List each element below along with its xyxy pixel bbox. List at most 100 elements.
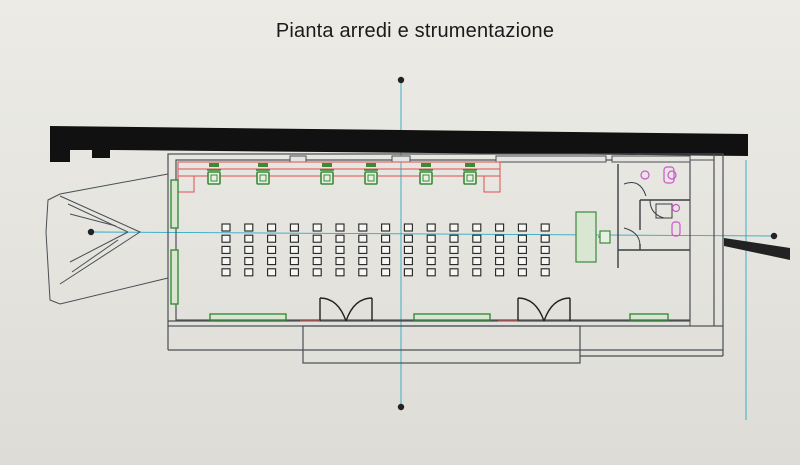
seat (540, 234, 550, 243)
sink-icon (671, 221, 681, 237)
axis-marker-top (397, 76, 405, 84)
seat (540, 223, 550, 232)
seat (267, 257, 277, 266)
seat (335, 268, 345, 277)
seat (449, 223, 459, 232)
seat (312, 223, 322, 232)
door-left (319, 297, 373, 322)
workstation-chair (419, 163, 433, 185)
seat (381, 234, 391, 243)
seat (289, 268, 299, 277)
seat (472, 245, 482, 254)
seat (426, 257, 436, 266)
seat (289, 234, 299, 243)
toilet-icon (640, 170, 650, 180)
seat (312, 245, 322, 254)
seat (335, 223, 345, 232)
double-doors (300, 297, 571, 322)
cabinet (170, 179, 179, 229)
seat (358, 234, 368, 243)
seat (244, 257, 254, 266)
workstations (207, 163, 477, 185)
seat (403, 223, 413, 232)
seat (472, 234, 482, 243)
seat (540, 268, 550, 277)
horizontal-axis-line (91, 231, 775, 237)
right-end-wall (689, 159, 715, 327)
seat (358, 257, 368, 266)
axis-marker-left (87, 228, 95, 236)
seat (495, 245, 505, 254)
workstation-chair (207, 163, 221, 185)
seat (289, 223, 299, 232)
seat (540, 245, 550, 254)
seat (495, 257, 505, 266)
seat (244, 268, 254, 277)
seat (381, 223, 391, 232)
seat (517, 234, 527, 243)
seat (335, 257, 345, 266)
seat (381, 257, 391, 266)
seat (221, 245, 231, 254)
seat (221, 257, 231, 266)
seat (381, 245, 391, 254)
seat (449, 257, 459, 266)
bench (413, 313, 491, 321)
lower-platform (302, 325, 581, 364)
seat (449, 234, 459, 243)
right-exit-path (724, 238, 790, 260)
seat (517, 245, 527, 254)
seat (358, 245, 368, 254)
seat (358, 223, 368, 232)
workstation-chair (320, 163, 334, 185)
seat (540, 257, 550, 266)
seat (426, 223, 436, 232)
seat (267, 223, 277, 232)
bottom-wall-benches (209, 313, 669, 321)
seat (289, 245, 299, 254)
seat (221, 223, 231, 232)
door-right (517, 297, 571, 322)
seat (495, 234, 505, 243)
seat (335, 234, 345, 243)
lectern-desk (575, 211, 597, 263)
drawing-title: Pianta arredi e strumentazione (275, 20, 555, 42)
seat (517, 223, 527, 232)
seat (267, 245, 277, 254)
seat (426, 245, 436, 254)
restroom-cabinet (655, 203, 673, 219)
seat (403, 245, 413, 254)
lectern-chair (599, 230, 611, 244)
sanitary-fixtures (640, 166, 681, 237)
seat (335, 245, 345, 254)
seat (517, 257, 527, 266)
seat (517, 268, 527, 277)
workstation-chair (256, 163, 270, 185)
seat (221, 234, 231, 243)
seat (472, 223, 482, 232)
seat (358, 268, 368, 277)
seat (244, 223, 254, 232)
left-wall-cabinets (170, 179, 179, 305)
axis-markers (87, 76, 778, 411)
workstation-chair (463, 163, 477, 185)
seat (472, 257, 482, 266)
seat (449, 268, 459, 277)
workstation-bench (177, 161, 501, 193)
toilet-icon (667, 170, 677, 180)
seat (403, 257, 413, 266)
seat (426, 268, 436, 277)
seat (312, 268, 322, 277)
axis-marker-right (770, 232, 778, 240)
seat (244, 245, 254, 254)
bench (209, 313, 287, 321)
cabinet (170, 249, 179, 305)
seat (472, 268, 482, 277)
seat (495, 268, 505, 277)
seat (449, 245, 459, 254)
seat (267, 268, 277, 277)
axis-marker-bottom (397, 403, 405, 411)
seat (403, 234, 413, 243)
seat (403, 268, 413, 277)
